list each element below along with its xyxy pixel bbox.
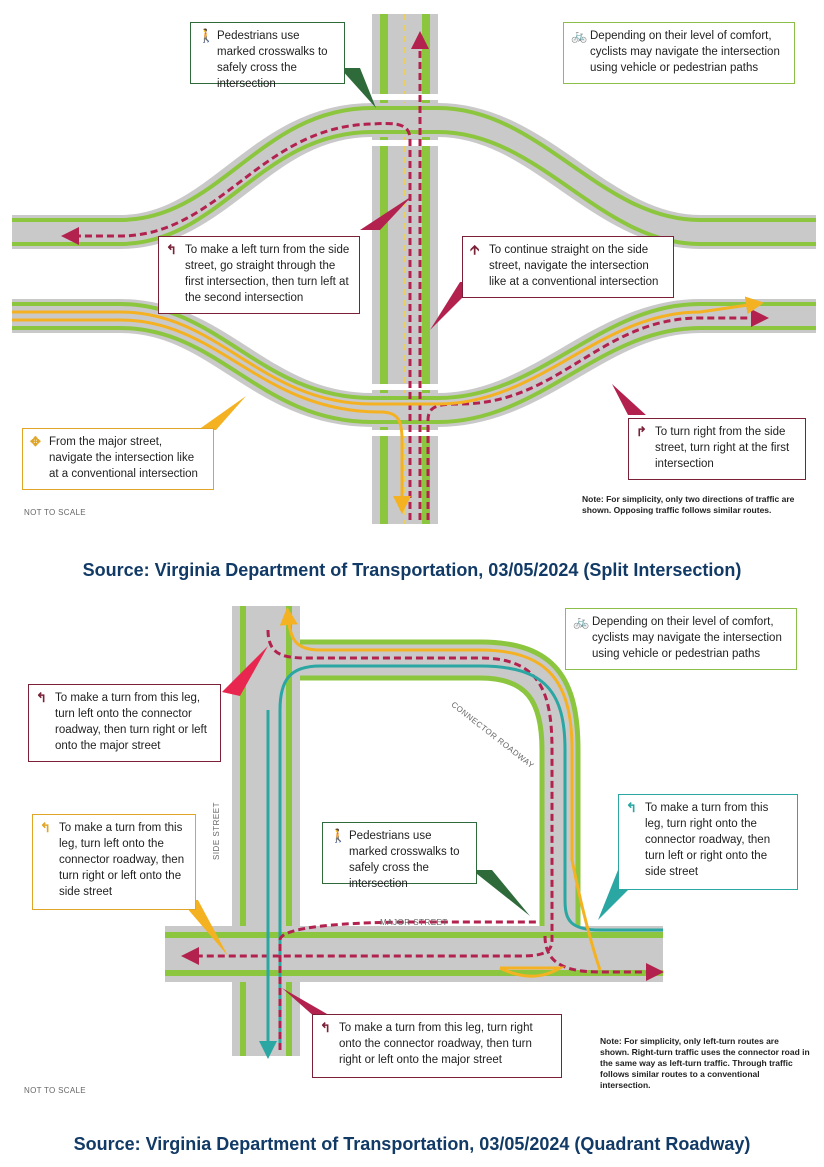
callout-cyclists-quadrant: 🚲 Depending on their level of comfort, c… bbox=[565, 608, 797, 670]
route-right-leg bbox=[278, 664, 663, 1050]
callout-cyclists: 🚲 Depending on their level of comfort, c… bbox=[563, 22, 795, 84]
lower-road bbox=[12, 299, 816, 427]
split-intersection-diagram bbox=[12, 14, 816, 524]
callout-pedestrians-quadrant: 🚶 Pedestrians use marked crosswalks to s… bbox=[322, 822, 477, 890]
left-turn-arrow-icon: ↰ bbox=[40, 820, 51, 835]
route-major-through bbox=[12, 296, 764, 406]
straight-arrow-icon: 🡩 bbox=[470, 242, 480, 257]
pedestrian-icon: 🚶 bbox=[330, 828, 347, 843]
bicycle-icon: 🚲 bbox=[571, 28, 588, 43]
pointer-pedestrians bbox=[472, 870, 530, 916]
left-turn-arrow-icon: ↰ bbox=[36, 690, 47, 705]
callout-pedestrians: 🚶 Pedestrians use marked crosswalks to s… bbox=[190, 22, 345, 90]
pointer-top-leg bbox=[222, 646, 268, 696]
not-to-scale: NOT TO SCALE bbox=[24, 508, 86, 517]
route-left-leg bbox=[279, 607, 602, 971]
quadrant-roadway-diagram bbox=[165, 606, 664, 1059]
bicycle-icon: 🚲 bbox=[573, 614, 590, 629]
pointer-left-turn bbox=[360, 196, 412, 230]
pointer-major bbox=[198, 396, 246, 430]
left-turn-arrow-icon: ↰ bbox=[166, 242, 177, 257]
route-right-turn bbox=[426, 309, 769, 520]
note-quadrant: Note: For simplicity, only left-turn rou… bbox=[600, 1036, 810, 1090]
pointer-left-leg bbox=[180, 900, 228, 956]
label-major-street: MAJOR STREET bbox=[380, 918, 448, 927]
route-major-right bbox=[12, 318, 411, 514]
pointer-bottom-leg bbox=[282, 988, 334, 1018]
callout-bottom-leg: ↰ To make a turn from this leg, turn rig… bbox=[312, 1014, 562, 1078]
note-split: Note: For simplicity, only two direction… bbox=[582, 494, 795, 515]
source-split: Source: Virginia Department of Transport… bbox=[82, 560, 742, 580]
quadrant-roadway-panel: 🚲 Depending on their level of comfort, c… bbox=[0, 600, 824, 1100]
callout-right-leg: ↰ To make a turn from this leg, turn rig… bbox=[618, 794, 798, 890]
left-turn-arrow-icon: ↰ bbox=[626, 800, 637, 815]
pointer-pedestrians bbox=[340, 68, 376, 108]
pointer-right-turn bbox=[612, 384, 646, 415]
right-turn-arrow-icon: ↱ bbox=[636, 424, 647, 439]
pedestrian-icon: 🚶 bbox=[198, 28, 215, 43]
upper-road bbox=[12, 103, 816, 249]
route-left-turn bbox=[61, 121, 412, 520]
split-intersection-panel: 🚶 Pedestrians use marked crosswalks to s… bbox=[0, 0, 824, 530]
callout-major: ✥ From the major street, navigate the in… bbox=[22, 428, 214, 490]
label-side-street: SIDE STREET bbox=[212, 802, 221, 860]
route-bottom-leg bbox=[278, 920, 540, 1050]
not-to-scale-quadrant: NOT TO SCALE bbox=[24, 1086, 86, 1095]
left-turn-arrow-icon: ↰ bbox=[320, 1020, 331, 1035]
callout-right-turn: ↱ To turn right from the side street, tu… bbox=[628, 418, 806, 480]
connector-roadway bbox=[300, 640, 580, 930]
crosswalks bbox=[372, 94, 438, 436]
callout-left-leg: ↰ To make a turn from this leg, turn lef… bbox=[32, 814, 196, 910]
four-way-arrow-icon: ✥ bbox=[30, 434, 41, 449]
source-quadrant: Source: Virginia Department of Transport… bbox=[73, 1134, 751, 1154]
callout-top-leg: ↰ To make a turn from this leg, turn lef… bbox=[28, 684, 221, 762]
callout-left-turn: ↰ To make a left turn from the side stre… bbox=[158, 236, 360, 314]
callout-straight: 🡩 To continue straight on the side stree… bbox=[462, 236, 674, 298]
